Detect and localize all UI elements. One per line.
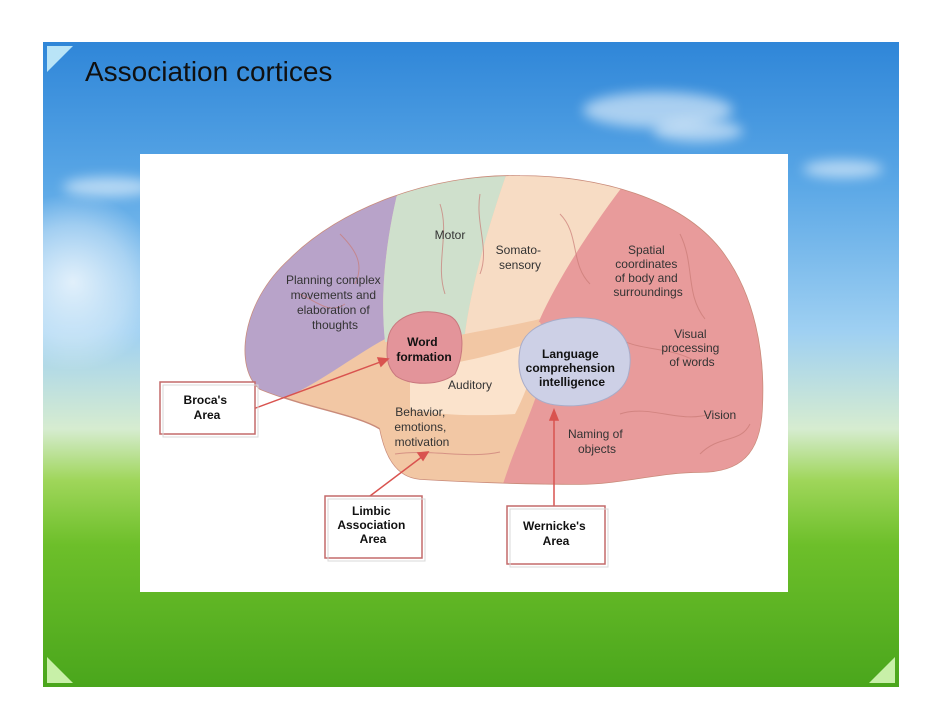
callout-limbic-label: Limbic Association Area bbox=[337, 504, 408, 546]
arrow-head-icon bbox=[376, 357, 390, 368]
cloud-shape bbox=[653, 120, 743, 142]
callout-arrows bbox=[252, 357, 560, 506]
limbic-arrow bbox=[369, 455, 424, 497]
callout-wernicke-label: Wernicke's Area bbox=[523, 519, 589, 548]
label-word-formation: Word formation bbox=[396, 335, 451, 364]
label-naming: Naming of objects bbox=[568, 427, 626, 456]
label-motor: Motor bbox=[435, 228, 466, 242]
callout-broca-label: Broca's Area bbox=[184, 393, 231, 422]
corner-triangle-icon bbox=[869, 657, 895, 683]
brain-diagram-panel: Planning complex movements and elaborati… bbox=[140, 154, 788, 592]
corner-triangle-icon bbox=[47, 46, 73, 72]
parietal-occipital-region bbox=[500, 175, 763, 484]
label-planning: Planning complex movements and elaborati… bbox=[286, 273, 384, 332]
brain-diagram: Planning complex movements and elaborati… bbox=[159, 175, 764, 568]
label-vision: Vision bbox=[704, 408, 736, 422]
slide-background: Association cortices bbox=[43, 42, 899, 687]
label-somatosensory: Somato- sensory bbox=[496, 243, 545, 272]
sulci-lines bbox=[299, 193, 751, 456]
callout-broca: Broca's Area bbox=[159, 381, 259, 438]
slide-title: Association cortices bbox=[85, 56, 333, 87]
word-formation-area bbox=[386, 311, 463, 384]
label-behavior: Behavior, emotions, motivation bbox=[394, 405, 449, 449]
label-language-comprehension: Language comprehension intelligence bbox=[526, 347, 619, 389]
label-visual-words: Visual processing of words bbox=[661, 327, 722, 369]
broca-arrow bbox=[252, 360, 384, 410]
motor-region bbox=[383, 175, 510, 342]
auditory-region bbox=[410, 339, 540, 416]
label-auditory: Auditory bbox=[448, 378, 492, 392]
cloud-shape bbox=[803, 160, 883, 178]
label-spatial: Spatial coordinates of body and surround… bbox=[613, 243, 682, 299]
language-comprehension-area bbox=[518, 317, 631, 407]
callout-limbic: Limbic Association Area bbox=[324, 495, 426, 562]
arrow-head-icon bbox=[416, 451, 430, 462]
corner-triangle-icon bbox=[47, 657, 73, 683]
somatosensory-region bbox=[465, 175, 640, 334]
callout-wernicke: Wernicke's Area bbox=[506, 505, 609, 568]
arrow-head-icon bbox=[548, 407, 560, 421]
